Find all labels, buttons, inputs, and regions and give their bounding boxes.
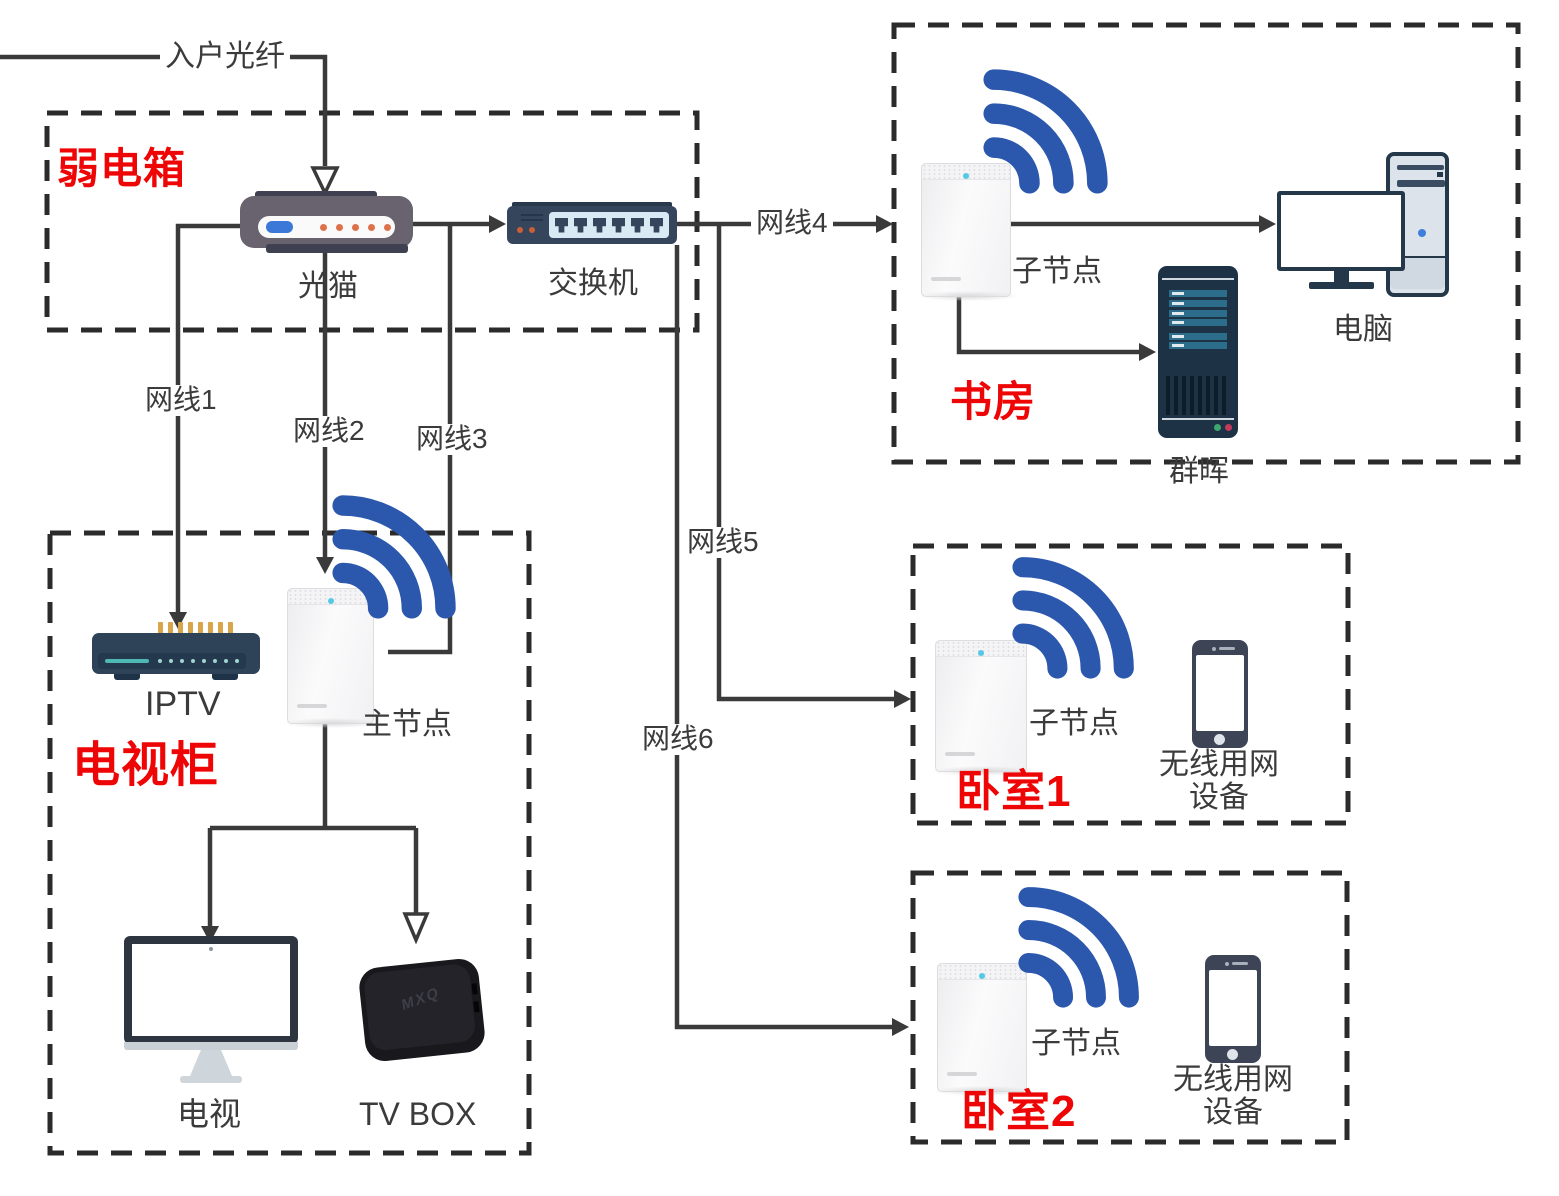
cable6-label: 网线6 — [637, 723, 719, 755]
nas-label: 群晖 — [1169, 455, 1229, 488]
zone-label-weak-current: 弱电箱 — [57, 145, 187, 192]
computer-icon — [1277, 152, 1449, 297]
study-child-node-router-icon — [917, 163, 1019, 301]
bedroom1-phone-icon — [1192, 640, 1248, 748]
router-led — [327, 598, 334, 604]
bedroom2-phone-icon — [1205, 955, 1261, 1063]
computer-monitor — [1277, 191, 1405, 271]
bedroom2-wireless-device-label: 无线用网 设备 — [1160, 1063, 1306, 1129]
wireless-device-line2: 设备 — [1203, 1096, 1263, 1129]
zone-box-bedroom2 — [910, 870, 1350, 1145]
zone-box-weak-current — [44, 110, 700, 333]
bedroom1-child-node-router-icon — [931, 640, 1035, 776]
bedroom1-child-node-label: 子节点 — [1029, 707, 1119, 740]
modem-bottom-tab — [266, 244, 408, 253]
switch-body — [507, 206, 677, 244]
wifi-icon — [983, 60, 1117, 194]
tv-icon — [124, 936, 298, 1084]
nas-icon — [1158, 266, 1238, 438]
cable5-label: 网线5 — [682, 526, 764, 558]
tv-screen — [124, 936, 298, 1044]
nas-red-led — [1225, 424, 1232, 431]
bedroom1-wireless-device-label: 无线用网 设备 — [1146, 748, 1292, 814]
bedroom2-child-node-router-icon — [933, 963, 1035, 1096]
tv-box-label: TV BOX — [359, 1096, 477, 1132]
tv-label: 电视 — [177, 1096, 242, 1132]
modem-icon — [240, 191, 413, 253]
modem-led-strip — [258, 216, 395, 238]
cable4-label: 网线4 — [751, 207, 833, 239]
wireless-device-line2: 设备 — [1189, 781, 1249, 814]
nas-vent — [1166, 376, 1230, 415]
zone-box-study — [891, 22, 1521, 465]
iptv-label: IPTV — [145, 685, 221, 723]
cable2-label: 网线2 — [288, 415, 370, 447]
switch-icon — [507, 202, 677, 244]
modem-power-led — [266, 221, 293, 233]
incoming-fiber-label: 入户光纤 — [160, 40, 290, 73]
main-node-router-icon — [283, 588, 382, 728]
iptv-pins — [158, 622, 233, 635]
hollow-arrowheads — [310, 166, 430, 945]
study-child-node-label: 子节点 — [1012, 255, 1102, 288]
zone-box-bedroom1 — [910, 543, 1351, 826]
wifi-icon — [332, 486, 465, 619]
cable3-label: 网线3 — [411, 423, 493, 455]
zone-label-bedroom1: 卧室1 — [956, 767, 1072, 816]
tv-box-icon: MXQ — [357, 956, 487, 1064]
nas-green-led — [1214, 424, 1221, 431]
wifi-icon — [1012, 548, 1143, 679]
computer-label: 电脑 — [1333, 313, 1393, 346]
modem-label: 光猫 — [298, 270, 358, 303]
switch-label: 交换机 — [548, 267, 638, 300]
bedroom2-child-node-label: 子节点 — [1031, 1027, 1121, 1060]
cable-lines — [0, 54, 1259, 1030]
arrowheads — [169, 215, 1276, 1036]
wireless-device-line1: 无线用网 — [1159, 748, 1279, 781]
main-node-label: 主节点 — [362, 708, 452, 741]
switch-ports-panel — [549, 212, 669, 238]
cable1-label: 网线1 — [140, 384, 222, 416]
zone-label-tv-cabinet: 电视柜 — [72, 739, 220, 792]
iptv-box-icon — [92, 622, 260, 680]
zone-box-tv-cabinet — [47, 530, 532, 1156]
iptv-body — [92, 633, 260, 674]
iptv-front-panel — [98, 653, 246, 669]
zone-label-bedroom2: 卧室2 — [961, 1087, 1077, 1136]
tv-box-body: MXQ — [357, 956, 487, 1064]
zone-label-study: 书房 — [950, 378, 1037, 425]
wifi-icon — [1018, 878, 1148, 1008]
wireless-device-line1: 无线用网 — [1173, 1063, 1293, 1096]
